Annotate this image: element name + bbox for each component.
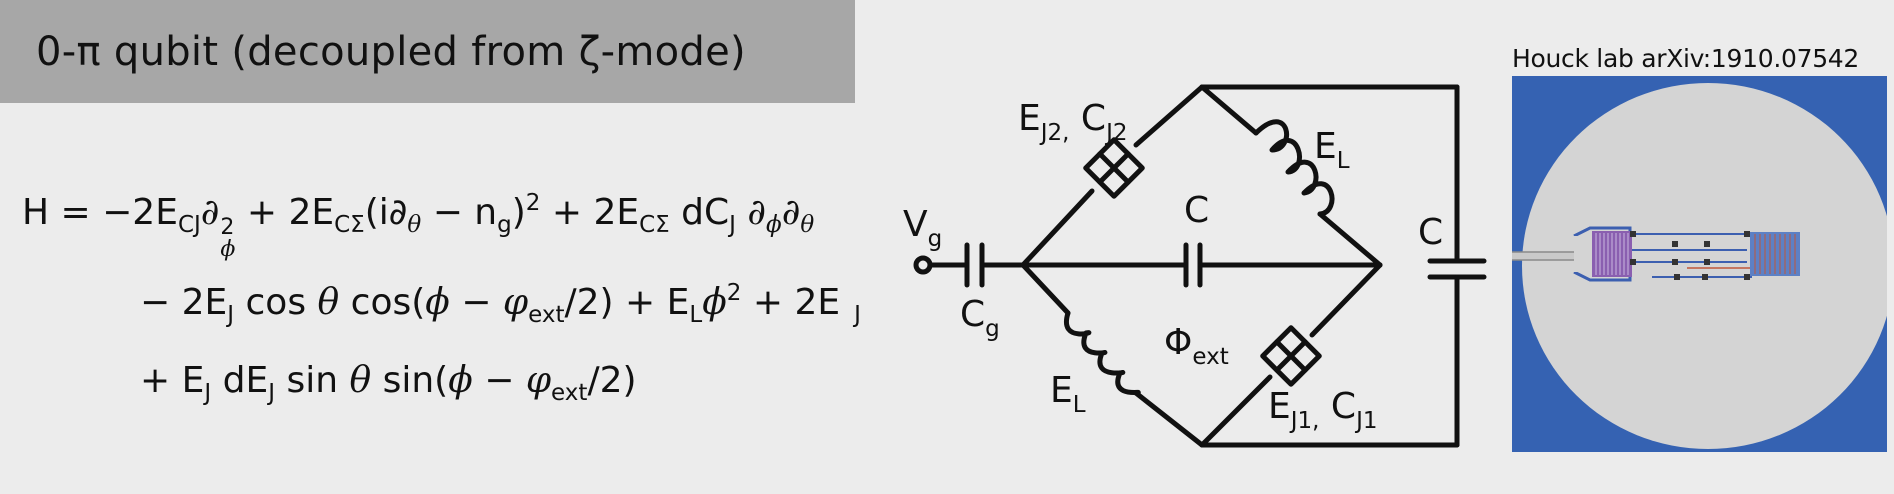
inductor-el-bottom-icon — [1063, 310, 1141, 396]
wire-el-top-b — [1317, 211, 1383, 268]
eq-token: (i∂ — [364, 192, 408, 233]
eq-sub: CJ — [177, 212, 201, 238]
label-c-right: C — [1418, 212, 1443, 253]
label-el-top: EL — [1314, 126, 1350, 174]
wire-ej1-lower — [1199, 374, 1273, 448]
wire-ej1-upper — [1309, 262, 1383, 338]
eq-token: ϕ — [448, 360, 473, 401]
eq-token: ∂ — [735, 192, 767, 233]
eq-token: θ — [349, 360, 372, 401]
eq-sup: 2 — [525, 190, 541, 216]
title-bar: 0-π qubit (decoupled from ζ-mode) — [0, 0, 855, 103]
eq-token: dE — [211, 360, 269, 401]
eq-token: cos( — [339, 282, 426, 323]
eq-token: sin( — [371, 360, 449, 401]
eq-sub: θ — [407, 212, 422, 238]
eq-token: /2) — [587, 360, 637, 401]
eq-token: = −2E — [49, 192, 178, 233]
eq-token: + E — [140, 360, 205, 401]
eq-token: cos — [234, 282, 318, 323]
eq-token: /2) + E — [564, 282, 690, 323]
eq-token: H — [22, 192, 50, 233]
eq-token: + 2E — [741, 282, 841, 323]
device-micrograph — [1512, 76, 1887, 452]
inductor-el-top-icon — [1253, 119, 1335, 217]
label-ej1-cj1: EJ1, CJ1 — [1268, 386, 1378, 434]
eq-sub: ext — [551, 380, 588, 406]
label-cg: Cg — [960, 294, 1000, 342]
eq-sup: 2 — [726, 280, 742, 306]
chip-disc — [1522, 83, 1887, 449]
eq-sub: ϕ — [766, 212, 782, 238]
eq-token: φ — [525, 360, 552, 401]
wire-el-bottom-a — [1020, 262, 1071, 316]
eq-token: ϕ — [425, 282, 450, 323]
eq-sub: J — [854, 302, 861, 328]
eq-token: φ — [502, 282, 529, 323]
label-phi-ext: Φext — [1164, 322, 1229, 370]
eq-sub: ϕ — [220, 237, 236, 262]
eq-token: − n — [421, 192, 498, 233]
chip-image — [1512, 76, 1887, 452]
eq-token: dC — [669, 192, 730, 233]
eq-token: − — [449, 282, 503, 323]
eq-sub: g — [497, 212, 512, 238]
eq-sub: J — [268, 380, 275, 406]
eq-sub: θ — [800, 212, 815, 238]
eq-sub: J — [204, 380, 212, 406]
eq-sub: L — [689, 302, 703, 328]
eq-sub: CΣ — [639, 212, 670, 238]
hamiltonian-line-3: + EJ dEJ sin θ sin(ϕ − φext/2) — [140, 360, 637, 405]
eq-sub: J — [227, 302, 235, 328]
label-el-bottom: EL — [1050, 370, 1086, 418]
circuit-diagram: Vg Cg EJ2, CJ2 EL C C Φext EL EJ1, CJ1 — [903, 84, 1487, 448]
eq-token: + 2E — [540, 192, 640, 233]
eq-sup: 2 — [220, 215, 235, 240]
page-title: 0-π qubit (decoupled from ζ-mode) — [36, 28, 746, 75]
junction-ej1-icon — [1260, 325, 1322, 387]
eq-token: θ — [317, 282, 340, 323]
eq-token: ) — [511, 192, 526, 233]
eq-token: ∂ — [781, 192, 801, 233]
eq-token: − — [472, 360, 526, 401]
wire-ej2-lower — [1020, 188, 1095, 268]
eq-sub: ext — [528, 302, 565, 328]
eq-sub: J — [729, 212, 736, 238]
label-ej2-cj2: EJ2, CJ2 — [1018, 98, 1128, 146]
label-c-mid: C — [1184, 190, 1209, 231]
wire-el-bottom-b — [1133, 390, 1205, 448]
label-vg: Vg — [903, 204, 942, 252]
wire-ej2-upper — [1133, 84, 1205, 148]
wire-el-top-a — [1199, 84, 1259, 136]
eq-token: + 2E — [235, 192, 335, 233]
eq-token: sin — [275, 360, 350, 401]
junction-ej2-icon — [1083, 137, 1145, 199]
eq-token: ∂ — [200, 192, 220, 233]
photo-credit: Houck lab arXiv:1910.07542 — [1512, 44, 1860, 73]
eq-token: ϕ — [702, 282, 727, 323]
eq-token: − 2E — [140, 282, 228, 323]
eq-sub: CΣ — [334, 212, 365, 238]
